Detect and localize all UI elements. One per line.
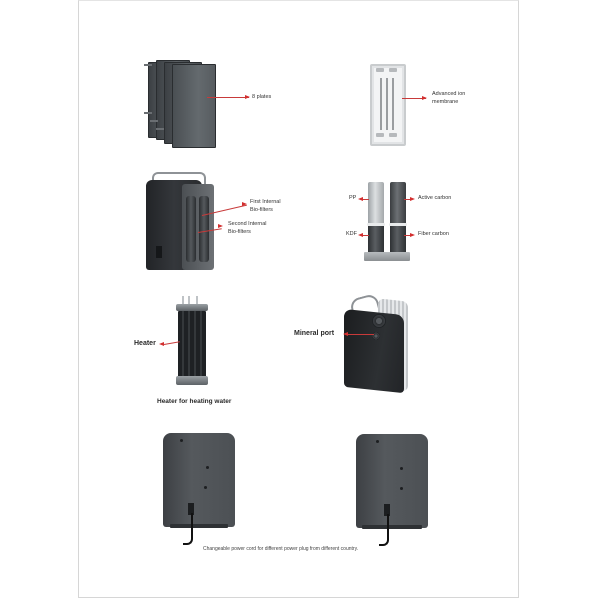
spec-sheet-page: [78, 0, 519, 598]
mineral-port-pointer-line: [348, 334, 374, 335]
plates-pointer-line: [207, 97, 249, 98]
active-carbon-label: Active carbon: [418, 195, 452, 201]
heater-top-cap: [176, 304, 208, 311]
mineral-port-cap: [372, 314, 386, 328]
plates-label: 8 plates: [252, 94, 272, 100]
fiber-carbon-filter-image: [390, 226, 406, 254]
heater-terminal: [196, 296, 198, 306]
filter-base: [364, 252, 410, 261]
active-carbon-filter-image: [390, 182, 406, 224]
active-carbon-arrow-icon: [410, 197, 415, 201]
second-biofilter-label-line2: Bio-filters: [228, 229, 251, 235]
machine-back-image: [356, 434, 428, 528]
biofilter-tube: [186, 196, 196, 262]
filter-ring: [367, 223, 385, 226]
fiber-carbon-label: Fiber carbon: [418, 231, 449, 237]
heater-terminal: [182, 296, 184, 306]
pp-arrow-icon: [358, 197, 363, 201]
power-cord-icon: [183, 513, 193, 545]
membrane-arrow-icon: [422, 96, 427, 100]
first-biofilter-arrow-icon: [242, 202, 247, 206]
kdf-pointer-line: [363, 235, 369, 236]
membrane-channel: [392, 78, 394, 130]
pp-pointer-line: [363, 199, 369, 200]
power-socket: [384, 504, 390, 516]
heater-image: [178, 311, 206, 377]
plate-image: [172, 64, 216, 148]
membrane-slot: [389, 68, 397, 72]
first-biofilter-label-line2: Bio-filters: [250, 207, 273, 213]
biofilter-tube: [199, 196, 209, 262]
membrane-label-line2: membrane: [432, 99, 459, 105]
mineral-port-arrow-icon: [343, 332, 348, 336]
plates-arrow-icon: [245, 95, 250, 99]
mineral-port-opening: [372, 332, 380, 340]
plate-hook: [144, 64, 152, 66]
back-screw: [180, 439, 183, 442]
membrane-label-line1: Advanced ion: [432, 91, 466, 97]
filter-ring: [389, 223, 407, 226]
back-screw: [400, 467, 403, 470]
power-socket: [188, 503, 194, 515]
pp-filter-image: [368, 182, 384, 224]
second-biofilter-label-line1: Second Internal: [228, 221, 267, 227]
membrane-channel: [386, 78, 388, 130]
plate-hook: [144, 112, 152, 114]
back-screw: [400, 487, 403, 490]
carry-handle: [152, 172, 206, 186]
active-carbon-pointer-line: [404, 199, 412, 200]
first-biofilter-label-line1: First Internal: [250, 199, 281, 205]
machine-port: [156, 246, 162, 258]
ion-membrane-image: [370, 64, 406, 146]
power-cord-icon: [379, 514, 389, 546]
heater-terminal: [188, 296, 190, 306]
second-biofilter-arrow-icon: [218, 224, 223, 228]
fiber-carbon-arrow-icon: [410, 233, 415, 237]
power-cord-caption: Changeable power cord for different powe…: [203, 546, 359, 552]
heater-arrow-icon: [159, 342, 164, 346]
machine-foot: [170, 524, 228, 528]
membrane-slot: [376, 133, 384, 137]
back-screw: [204, 486, 207, 489]
pp-label: PP: [349, 195, 357, 201]
machine-foot: [362, 525, 422, 529]
plate-hook: [150, 120, 158, 122]
plate-hook: [156, 128, 164, 130]
mineral-port-label: Mineral port: [294, 330, 335, 337]
back-screw: [376, 440, 379, 443]
membrane-pointer-line: [402, 98, 426, 99]
back-screw: [206, 466, 209, 469]
fiber-carbon-pointer-line: [404, 235, 412, 236]
kdf-label: KDF: [346, 231, 357, 237]
heater-label: Heater: [134, 340, 156, 347]
machine-back-image: [163, 433, 235, 527]
kdf-arrow-icon: [358, 233, 363, 237]
kdf-filter-image: [368, 226, 384, 254]
membrane-channel: [380, 78, 382, 130]
heater-bottom-cap: [176, 376, 208, 385]
membrane-slot: [376, 68, 384, 72]
heater-caption: Heater for heating water: [157, 398, 232, 405]
membrane-slot: [389, 133, 397, 137]
